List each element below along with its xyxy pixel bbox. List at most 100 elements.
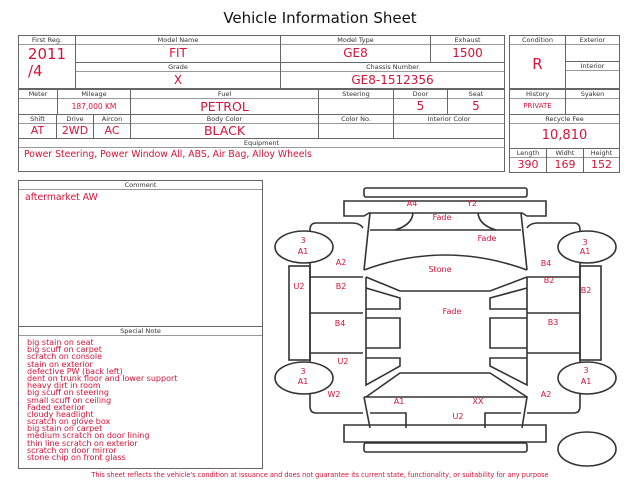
damage-mark: A1 <box>394 397 405 406</box>
special-note-label: Special Note <box>19 327 262 336</box>
syaken-label: Syaken <box>566 90 619 99</box>
special-note-item: heavy dirt in room <box>27 381 101 391</box>
special-note-item: big scuff on carpet <box>27 345 102 355</box>
mileage-label: Mileage <box>58 90 130 99</box>
damage-mark: A1 <box>298 377 309 386</box>
special-note-item: scratch on door mirror <box>27 445 117 455</box>
right-step <box>579 265 602 361</box>
condition-cell: Condition R <box>509 35 566 89</box>
damage-mark: Fade <box>433 213 452 222</box>
special-note-item: medium scratch on door lining <box>27 431 150 441</box>
history-value: PRIVATE <box>523 102 552 110</box>
syaken-cell: Syaken <box>565 89 620 115</box>
damage-mark: W2 <box>328 390 341 399</box>
special-note-item: big scuff on steering <box>27 388 109 398</box>
special-note-item: big stain on seat <box>27 338 94 347</box>
equipment-label: Equipment <box>19 139 504 148</box>
door-label: Door <box>394 90 447 99</box>
damage-mark: B4 <box>541 259 552 268</box>
special-note-item: big stain on carpet <box>27 424 103 434</box>
damage-mark: A2 <box>336 258 347 267</box>
damage-mark: 3 <box>582 238 587 247</box>
special-note-item: cloudy headlight <box>27 409 94 419</box>
history-label: History <box>510 90 565 99</box>
grade-value: X <box>173 73 183 87</box>
exterior-cell: Exterior <box>565 35 620 62</box>
model-name-label: Model Name <box>76 36 280 45</box>
recycle-fee-cell: Recycle Fee 10,810 <box>509 114 620 149</box>
shift-value: AT <box>30 124 45 137</box>
drive-value: 2WD <box>61 124 89 137</box>
length-value: 390 <box>517 158 539 171</box>
special-note-item: dent on trunk floor and lower support <box>27 373 178 383</box>
damage-mark: U2 <box>453 412 464 421</box>
chassis-label: Chassis Number <box>281 63 504 72</box>
seat-label: Seat <box>448 90 504 99</box>
mileage-cell: Mileage 187,000 KM <box>57 89 131 115</box>
damage-mark: B4 <box>335 319 346 328</box>
interior-label: Interior <box>566 62 619 71</box>
height-label: Height <box>584 149 619 158</box>
damage-mark: Y2 <box>466 199 477 208</box>
damage-mark: B2 <box>336 282 347 291</box>
interior-color-label: Interior Color <box>394 115 504 124</box>
special-note-item: thin line scratch on exterior <box>27 438 138 448</box>
first-reg-year: 2011 <box>27 45 67 63</box>
door-value: 5 <box>416 99 425 113</box>
model-name-value: FIT <box>169 46 187 60</box>
equipment-value: Power Steering, Power Window All, ABS, A… <box>24 149 312 160</box>
first-reg-label: First Reg. <box>19 36 75 45</box>
condition-label: Condition <box>510 36 565 45</box>
steering-label: Steering <box>319 90 393 99</box>
damage-mark: U2 <box>338 357 349 366</box>
color-no-cell: Color No. <box>318 114 394 139</box>
model-type-label: Model Type <box>281 36 430 45</box>
roof-front <box>365 276 528 292</box>
wheel-rear-left <box>274 361 334 395</box>
recycle-fee-label: Recycle Fee <box>510 115 619 124</box>
body-color-label: Body Color <box>131 115 318 124</box>
special-note-item: scratch on glove box <box>27 417 111 427</box>
damage-mark: Fade <box>443 307 462 316</box>
exhaust-cell: Exhaust 1500 <box>430 35 505 63</box>
roof-rear <box>365 372 528 398</box>
height-value: 152 <box>591 158 612 171</box>
mileage-value: 187,000 KM <box>71 102 117 111</box>
damage-mark: A1 <box>580 247 591 256</box>
grade-cell: Grade X <box>75 62 281 89</box>
chassis-value: GE8-1512356 <box>351 73 434 87</box>
damage-mark: 3 <box>300 236 305 245</box>
fuel-value: PETROL <box>200 99 249 114</box>
meter-cell: Meter <box>18 89 58 115</box>
model-type-cell: Model Type GE8 <box>280 35 431 63</box>
chassis-cell: Chassis Number GE8-1512356 <box>280 62 505 89</box>
damage-mark: Fade <box>478 234 497 243</box>
special-note-item: Faded exterior <box>27 402 85 412</box>
special-note-item: stain on exterior <box>27 359 93 369</box>
meter-label: Meter <box>19 90 57 99</box>
rear-bumper-bar <box>363 442 528 453</box>
body-color-value: BLACK <box>203 123 246 138</box>
front-bumper <box>343 200 547 217</box>
recycle-fee-value: 10,810 <box>541 128 588 143</box>
special-note-item: small scuff on ceiling <box>27 395 112 405</box>
interior-cell: Interior <box>565 61 620 89</box>
right-side-panel <box>526 222 581 414</box>
damage-mark: 3 <box>300 367 305 376</box>
left-windows <box>365 277 401 387</box>
comment-text: aftermarket AW <box>25 192 98 203</box>
headlights <box>394 212 497 231</box>
width-value: 169 <box>554 158 576 171</box>
